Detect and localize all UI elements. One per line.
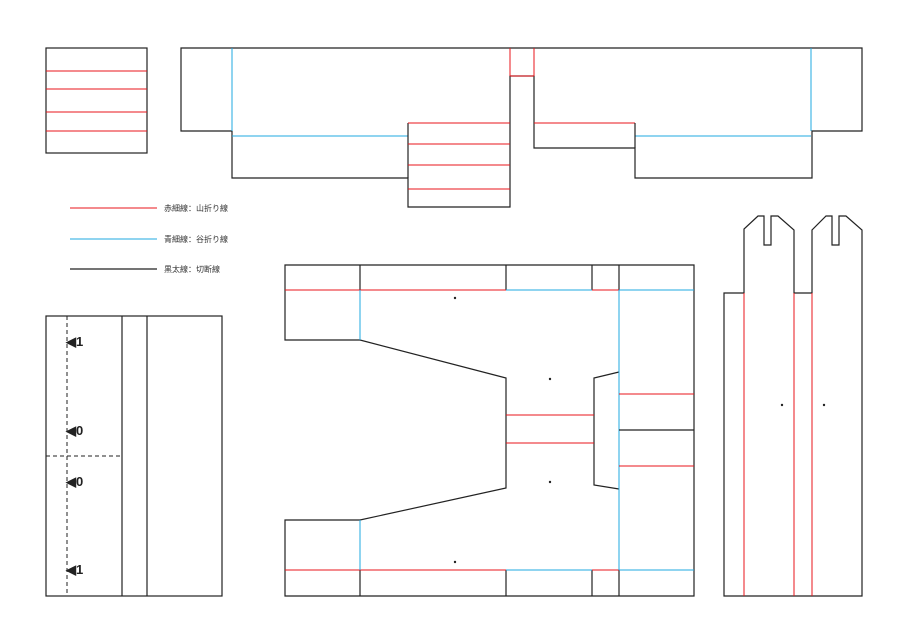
- legend-mountain-fold: 赤細線：山折り線: [164, 204, 228, 213]
- small-square-piece: [45, 47, 148, 154]
- center-piece: [284, 264, 695, 597]
- top-long-piece: [180, 47, 863, 208]
- marker-0-lower: ◀0: [66, 474, 84, 489]
- marker-1-top: ◀1: [66, 334, 84, 349]
- marker-0-upper: ◀0: [66, 423, 84, 438]
- marker-1-bottom: ◀1: [66, 562, 84, 577]
- bottom-left-piece: [45, 315, 223, 597]
- legend-cut-line: 黒太線：切断線: [164, 265, 220, 274]
- right-tall-piece: [723, 215, 863, 597]
- legend-valley-fold: 青細線：谷折り線: [164, 235, 228, 244]
